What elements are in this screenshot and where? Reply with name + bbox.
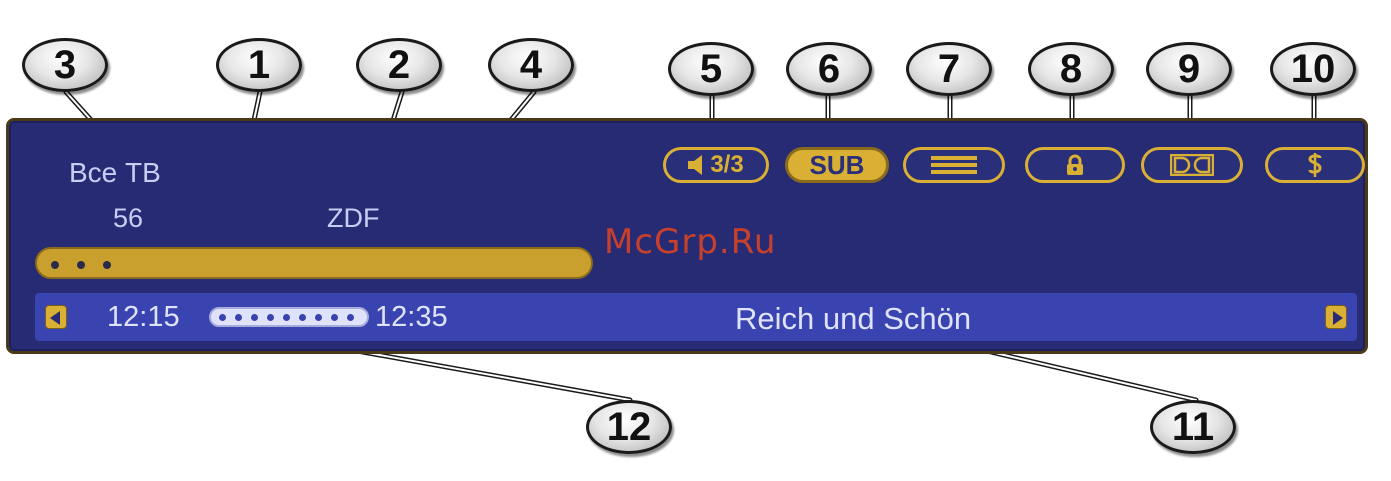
programme-progress-bar — [209, 307, 369, 327]
epg-programme-row: 12:15 12:35 Reich und Schön — [35, 293, 1357, 341]
callout-4: 4 — [488, 38, 574, 92]
dolby-icon — [1170, 154, 1214, 176]
callout-11: 11 — [1150, 400, 1236, 454]
speaker-icon — [688, 154, 706, 176]
watermark-text: McGrp.Ru — [604, 222, 776, 262]
channel-group-name: Все ТВ — [69, 157, 161, 189]
callout-8: 8 — [1028, 42, 1114, 96]
scrambled-channel-indicator — [1265, 147, 1365, 183]
teletext-icon — [931, 155, 977, 175]
callout-6: 6 — [786, 42, 872, 96]
callout-9: 9 — [1146, 42, 1232, 96]
programme-title: Reich und Schön — [735, 301, 971, 337]
callout-5: 5 — [668, 42, 754, 96]
arrow-left-icon[interactable] — [45, 305, 67, 329]
channel-number: 56 — [113, 203, 143, 234]
scrambled-icon — [1306, 152, 1324, 178]
callout-10: 10 — [1270, 42, 1356, 96]
signal-strength-bar — [35, 247, 593, 279]
audio-track-indicator: 3/3 — [663, 147, 769, 183]
callout-1: 1 — [216, 38, 302, 92]
callout-7: 7 — [906, 42, 992, 96]
lock-icon — [1064, 154, 1086, 176]
programme-end-time: 12:35 — [375, 301, 448, 334]
subtitle-icon: SUB — [810, 150, 865, 181]
callout-2: 2 — [356, 38, 442, 92]
subtitle-indicator: SUB — [785, 147, 889, 183]
teletext-indicator — [903, 147, 1005, 183]
parental-lock-indicator — [1025, 147, 1125, 183]
dolby-indicator — [1141, 147, 1243, 183]
arrow-right-icon[interactable] — [1325, 305, 1347, 329]
callout-3: 3 — [22, 38, 108, 92]
channel-name: ZDF — [327, 203, 379, 234]
callout-12: 12 — [586, 400, 672, 454]
audio-track-count: 3/3 — [710, 151, 743, 179]
programme-start-time: 12:15 — [107, 301, 180, 334]
